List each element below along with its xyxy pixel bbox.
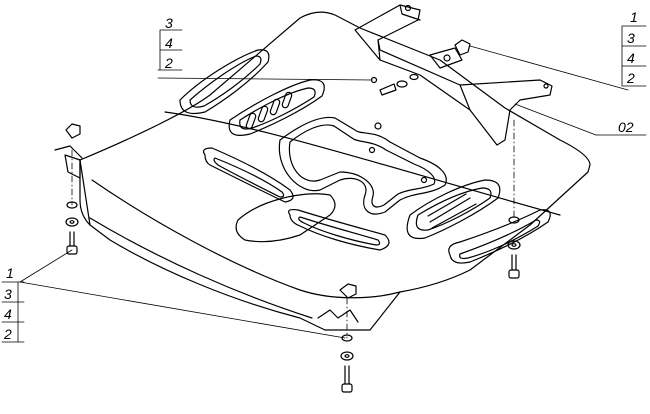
callout-bottom-left-line-3: 4 (4, 306, 12, 322)
fastener-left (65, 123, 81, 255)
callout-top-right-line-3: 4 (627, 50, 635, 66)
plate-outline (79, 11, 591, 331)
fastener-rear-bracket (379, 39, 471, 96)
callout-top-right-line-1: 1 (630, 9, 638, 25)
callout-bottom-left-line-2: 3 (4, 286, 12, 302)
plate-flap (235, 193, 336, 243)
callout-top-right-line-2: 3 (627, 30, 635, 46)
stamped-ribs (179, 49, 551, 323)
fastener-right (507, 216, 521, 279)
callout-part-02-label: 02 (618, 119, 634, 135)
callout-top-left: 3 4 2 (157, 15, 183, 71)
callout-bottom-left-line-4: 2 (3, 326, 12, 342)
callout-top-left-line-3: 2 (164, 55, 173, 71)
callout-top-right: 1 3 4 2 (621, 9, 647, 87)
callout-bottom-left: 1 3 4 2 (1, 265, 25, 343)
callout-top-right-line-4: 2 (626, 70, 635, 86)
leader-lines (19, 45, 629, 339)
center-lines (71, 119, 515, 339)
plate-front-flange (91, 179, 401, 299)
fastener-front (339, 283, 357, 393)
callout-top-left-line-1: 3 (165, 15, 173, 31)
callout-part-02: 02 (595, 119, 647, 136)
rear-bracket (354, 4, 553, 146)
skid-plate (54, 11, 591, 331)
plate-fold-line (164, 111, 561, 216)
callout-bottom-left-line-1: 1 (6, 265, 14, 281)
callout-top-left-line-2: 4 (165, 35, 173, 51)
